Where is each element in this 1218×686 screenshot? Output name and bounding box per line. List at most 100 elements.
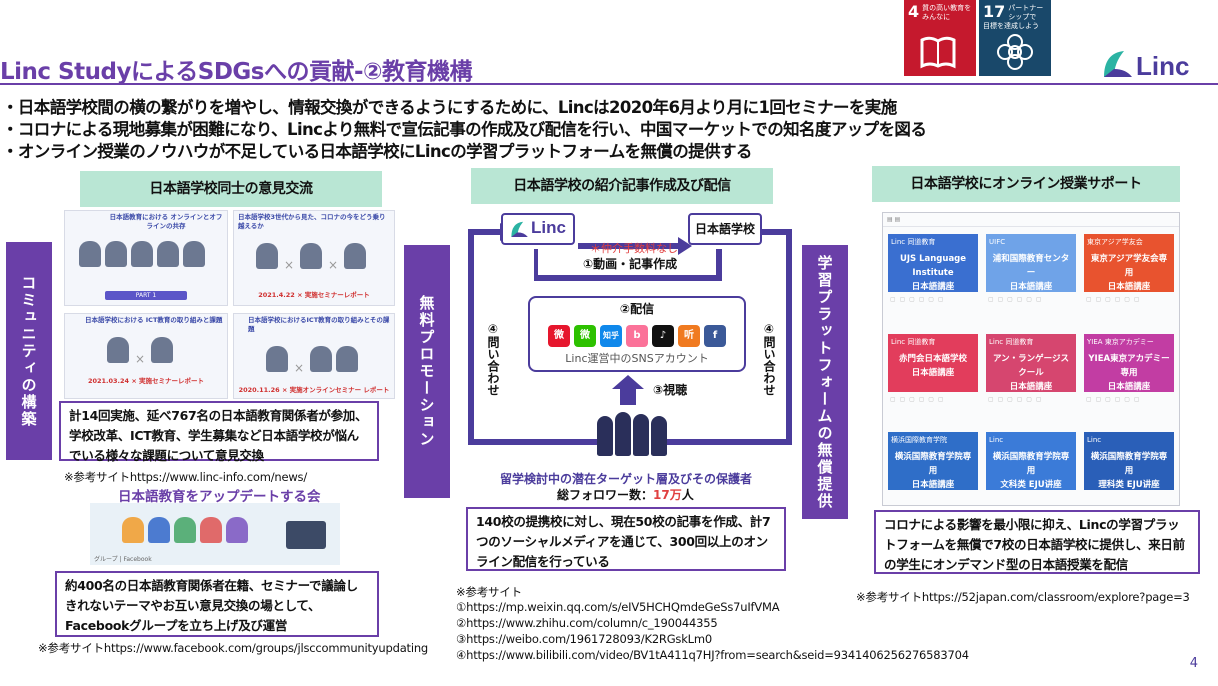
section3-ref-link[interactable]: ※参考サイトhttps://52japan.com/classroom/expl…	[856, 590, 1190, 604]
page-title: Linc StudyによるSDGsへの貢献-②教育機構	[0, 59, 473, 85]
card-title: 横浜国際教育学院専用 理科类 EJU讲座	[1090, 452, 1168, 490]
xigua-icon[interactable]: 听	[678, 325, 700, 347]
thumb-speakers	[65, 233, 227, 273]
seminar-thumb-1[interactable]: 日本語教育における オンラインとオフラインの共存 PART 1	[64, 210, 228, 306]
seminar-thumb-3[interactable]: 日本語学校における ICT教育の取り組みと課題 × 2021.03.24 × 実…	[64, 313, 228, 399]
speaker-photo	[256, 243, 278, 269]
thumb-caption: 日本語学校における ICT教育の取り組みと課題	[85, 316, 223, 324]
section1-ref-link[interactable]: ※参考サイトhttps://www.linc-info.com/news/	[64, 470, 308, 484]
card-brand: 東京アジア学友会	[1087, 238, 1143, 246]
card-meta-dots: ▢ ▢ ▢ ▢ ▢ ▢	[890, 396, 945, 403]
sdg-text: 質の高い教育を みんなに	[922, 4, 972, 21]
section2-ref-title: ※参考サイト	[456, 585, 522, 599]
tiktok-icon[interactable]: ♪	[652, 325, 674, 347]
speaker-photo	[105, 241, 127, 267]
section3-header: 日本語学校にオンライン授業サポート	[872, 166, 1180, 202]
thumb-tag: 2020.11.26 × 実施オンラインセミナー レポート	[238, 386, 390, 394]
card-title: 横浜国際教育学院専用 文科类 EJU讲座	[992, 452, 1070, 490]
thumb-tag: PART 1	[105, 291, 187, 300]
followers-label: 総フォロワー数：	[557, 488, 654, 502]
section1-fb-box: 約400名の日本語教育関係者在籍、セミナーで議論しきれないテーマやお互い意見交換…	[55, 571, 379, 637]
target-label: 留学検討中の潜在ターゲット層及びその保護者	[500, 472, 753, 486]
book-icon	[920, 36, 956, 69]
card-meta-dots: ▢ ▢ ▢ ▢ ▢ ▢	[988, 396, 1043, 403]
step2-label: ②配信	[619, 302, 655, 316]
card-title: UJS Language Institute 日本語講座	[899, 254, 967, 292]
course-card[interactable]: Linc 同道教育 UJS Language Institute 日本語講座	[888, 234, 978, 292]
card-title: YIEA東京アカデミー専用 日本語講座	[1088, 354, 1170, 392]
section2-ref-3[interactable]: ③https://weibo.com/1961728093/K2RGskLm0	[456, 632, 713, 646]
no-fee-label: ＊仲介手数料なし	[590, 242, 678, 255]
student-figure	[651, 416, 667, 456]
section1-fb-ref-link[interactable]: ※参考サイトhttps://www.facebook.com/groups/jl…	[38, 641, 429, 655]
course-card[interactable]: Linc 横浜国際教育学院専用 理科类 EJU讲座	[1084, 432, 1174, 490]
course-card[interactable]: Linc 同道教育アン・ランゲージスクール 日本語講座	[986, 334, 1076, 392]
speaker-photo	[300, 243, 322, 269]
page-number: 4	[1189, 656, 1198, 671]
followers-line: 総フォロワー数：17万人	[557, 486, 694, 503]
fb-group-title: 日本語教育をアップデートする会	[118, 489, 321, 505]
followers-unit: 人	[681, 488, 694, 502]
course-card[interactable]: Linc 同道教育赤門会日本語学校 日本語講座	[888, 334, 978, 392]
card-brand: Linc	[989, 436, 1004, 444]
speaker-photo	[344, 243, 366, 269]
wechat-icon[interactable]: 微	[574, 325, 596, 347]
course-card[interactable]: Linc 横浜国際教育学院専用 文科类 EJU讲座	[986, 432, 1076, 490]
section1-side-label: コミュニティの構築	[6, 242, 52, 460]
title-underline	[0, 83, 1218, 85]
speaker-photo	[157, 241, 179, 267]
student-figure	[597, 416, 613, 456]
seminar-thumb-4[interactable]: 日本語学校におけるICT教育の取り組みとその課題 × 2020.11.26 × …	[233, 313, 395, 399]
course-card[interactable]: UIFC 浦和国際教育センター 日本語講座	[986, 234, 1076, 292]
bullet-2: ・コロナによる現地募集が困難になり、Lincより無料で宣伝記事の作成及び配信を行…	[2, 120, 927, 139]
linc-logo: Linc	[1100, 47, 1212, 83]
card-title: 横浜国際教育学院専用 日本語講座	[894, 452, 972, 490]
speaker-photo	[266, 346, 288, 372]
student-figure	[615, 412, 631, 456]
sdg-num: 4	[908, 2, 920, 21]
zhihu-icon[interactable]: 知乎	[600, 325, 622, 347]
section3-summary-box: コロナによる影響を最小限に抑え、Lincの学習プラットフォームを無償で7校の日本…	[874, 510, 1200, 574]
thumb-tag: 2021.03.24 × 実施セミナーレポート	[87, 377, 205, 385]
card-title: 浦和国際教育センター 日本語講座	[992, 254, 1070, 292]
card-brand: YIEA 東京アカデミー	[1087, 338, 1154, 346]
course-card[interactable]: 東京アジア学友会東京アジア学友会専用 日本語講座	[1084, 234, 1174, 292]
person-figure	[226, 517, 248, 543]
linc-logo-mark	[511, 221, 528, 238]
thumb-caption: 日本語学校におけるICT教育の取り組みとその課題	[248, 316, 390, 333]
cross-icon: ×	[327, 258, 339, 272]
card-meta-dots: ▢ ▢ ▢ ▢ ▢ ▢	[988, 296, 1043, 303]
student-figure	[633, 414, 649, 456]
card-title: アン・ランゲージスクール 日本語講座	[993, 354, 1069, 392]
card-brand: Linc	[1087, 436, 1102, 444]
speaker-photo	[107, 337, 129, 363]
bilibili-icon[interactable]: b	[626, 325, 648, 347]
course-card[interactable]: 横浜国際教育学院横浜国際教育学院専用 日本語講座	[888, 432, 978, 490]
seminar-thumb-2[interactable]: 日本語学校3世代から見た、コロナの今をどう乗り越えるか ×× 2021.4.22…	[233, 210, 395, 306]
course-card-grid: Linc 同道教育 UJS Language Institute 日本語講座 UI…	[882, 212, 1180, 506]
sdg-num: 17	[983, 2, 1006, 21]
card-brand: UIFC	[989, 238, 1006, 246]
step1-label: ①動画・記事作成	[583, 257, 678, 271]
fb-group-banner[interactable]: グループ | Facebook	[90, 503, 340, 565]
thumb-speakers: ×	[65, 327, 227, 369]
flower-icon	[997, 34, 1033, 70]
section2-ref-4[interactable]: ④https://www.bilibili.com/video/BV1tA411…	[456, 648, 969, 662]
section2-ref-2[interactable]: ②https://www.zhihu.com/column/c_19004435…	[456, 616, 718, 630]
bullet-1: ・日本語学校間の横の繋がりを増やし、情報交換ができるようにするために、Lincは…	[2, 98, 897, 117]
card-brand: Linc 同道教育	[989, 338, 1034, 346]
flow-school-box: 日本語学校	[688, 213, 762, 245]
speaker-photo	[310, 346, 332, 372]
course-card[interactable]: YIEA 東京アカデミー YIEA東京アカデミー専用 日本語講座	[1084, 334, 1174, 392]
card-brand: Linc 同道教育	[891, 238, 936, 246]
section2-ref-1[interactable]: ①https://mp.weixin.qq.com/s/eIV5HCHQmdeG…	[456, 600, 780, 614]
banner-caption: グループ | Facebook	[94, 556, 152, 563]
step3-label: ③視聴	[653, 383, 688, 397]
facebook-icon[interactable]: f	[704, 325, 726, 347]
cross-icon: ×	[283, 258, 295, 272]
person-figure	[148, 517, 170, 543]
sdg-badge-4: 4 質の高い教育を みんなに	[904, 0, 976, 76]
weibo-icon[interactable]: 微	[548, 325, 570, 347]
speaker-photo	[131, 241, 153, 267]
